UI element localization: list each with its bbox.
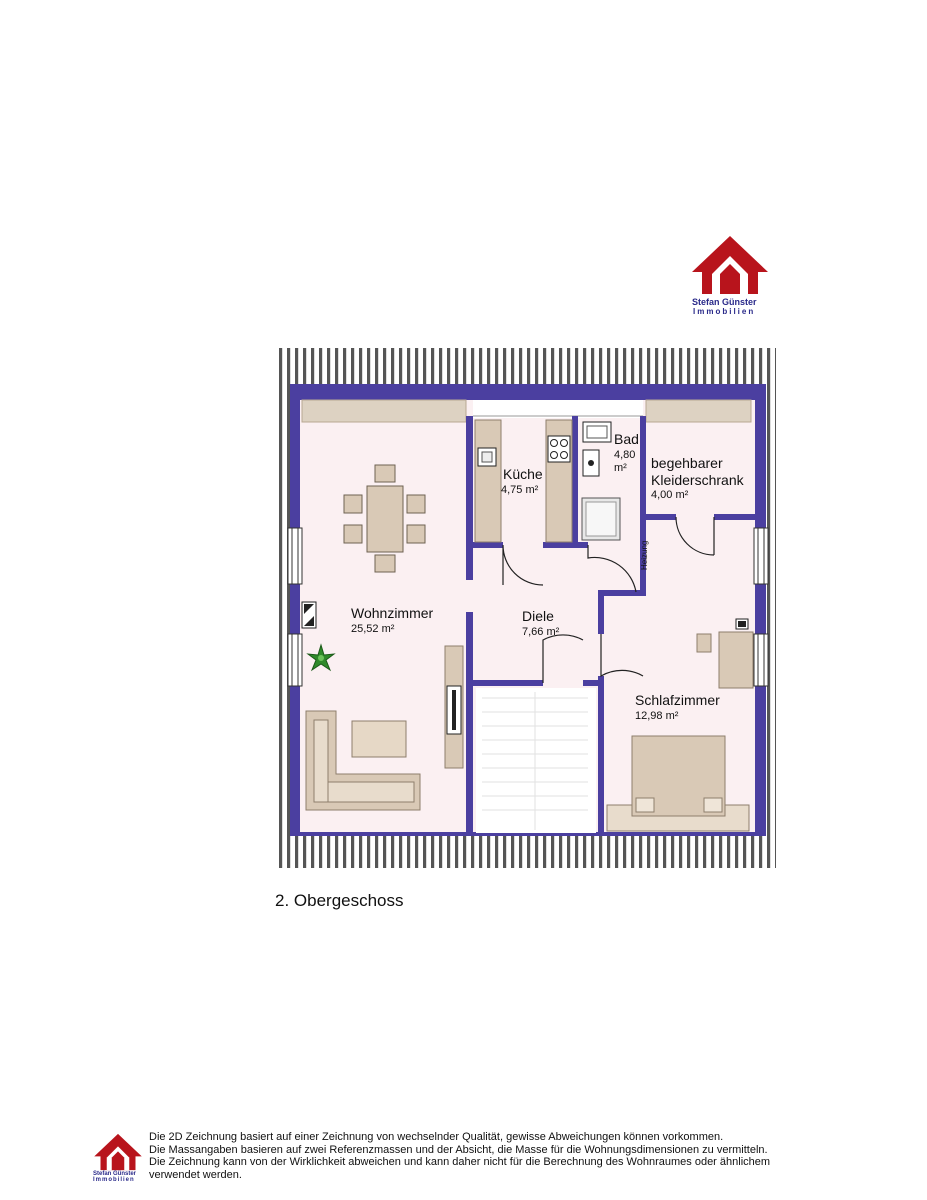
sofa (305, 710, 421, 811)
room-area-bad-value: 4,80 (614, 449, 636, 461)
roof-hatch-left (276, 384, 290, 832)
room-name-diele: Diele (522, 608, 554, 624)
roof-hatch-right (764, 384, 776, 832)
footer-logo: Stefan Günster Immobilien (93, 1132, 143, 1184)
kitchen-counter-left (474, 419, 502, 543)
room-name-kleiderschrank-line2: Kleiderschrank (651, 472, 744, 488)
disclaimer-line-1: Die 2D Zeichnung basiert auf einer Zeich… (149, 1131, 724, 1143)
room-area-bad-unit: m² (614, 462, 627, 474)
window-left-1 (287, 527, 303, 585)
room-area-wohnzimmer: 25,52 m² (351, 623, 395, 635)
footer-logo-subline: Immobilien (93, 1177, 135, 1183)
window-left-2 (287, 633, 303, 687)
dining-set (343, 464, 426, 573)
house-roof-icon (692, 236, 768, 294)
room-name-bad: Bad (614, 431, 639, 447)
kneewall-wohnzimmer (301, 399, 467, 423)
floor-title: 2. Obergeschoss (275, 891, 404, 910)
house-roof-icon (94, 1133, 142, 1171)
room-name-kleiderschrank-line1: begehbarer (651, 455, 723, 471)
room-area-diele: 7,66 m² (522, 626, 560, 638)
roof-hatch-top (276, 348, 776, 384)
door-swings (502, 516, 715, 683)
room-name-schlafzimmer: Schlafzimmer (635, 692, 720, 708)
coffee-table (351, 720, 407, 758)
logo-subline: Immobilien (693, 307, 756, 316)
floor-plan (276, 348, 776, 868)
logo-name: Stefan Günster (692, 297, 757, 307)
disclaimer-line-2: Die Massangaben basieren auf zwei Refere… (149, 1143, 768, 1156)
stairwell (476, 688, 596, 833)
room-name-wohnzimmer: Wohnzimmer (351, 605, 434, 621)
kneewall-kleiderschrank (645, 399, 752, 423)
window-right-2 (753, 633, 769, 687)
room-area-schlafzimmer: 12,98 m² (635, 710, 679, 722)
disclaimer-line-4: verwendet werden. (149, 1168, 242, 1181)
bathroom-fixtures (581, 421, 621, 541)
footer-logo-name: Stefan Günster (93, 1171, 137, 1177)
company-logo: Stefan Günster Immobilien (690, 234, 770, 316)
kitchen-counter-right (545, 419, 573, 543)
window-right-1 (753, 527, 769, 585)
disclaimer-line-3: Die Zeichnung kann von der Wirklichkeit … (149, 1156, 771, 1168)
desk-and-chair (696, 618, 754, 689)
disclaimer: Die 2D Zeichnung basiert auf einer Zeich… (149, 1131, 770, 1181)
tv-cabinet (444, 645, 464, 769)
bed (606, 735, 750, 832)
room-area-kleiderschrank: 4,00 m² (651, 489, 689, 501)
roof-hatch-bottom (276, 832, 776, 868)
room-name-kueche: Küche (503, 466, 543, 482)
stove-icon (301, 601, 317, 629)
heizung-label: Heizung (640, 540, 649, 570)
plant-icon (306, 643, 336, 672)
room-area-kueche: 4,75 m² (501, 484, 539, 496)
